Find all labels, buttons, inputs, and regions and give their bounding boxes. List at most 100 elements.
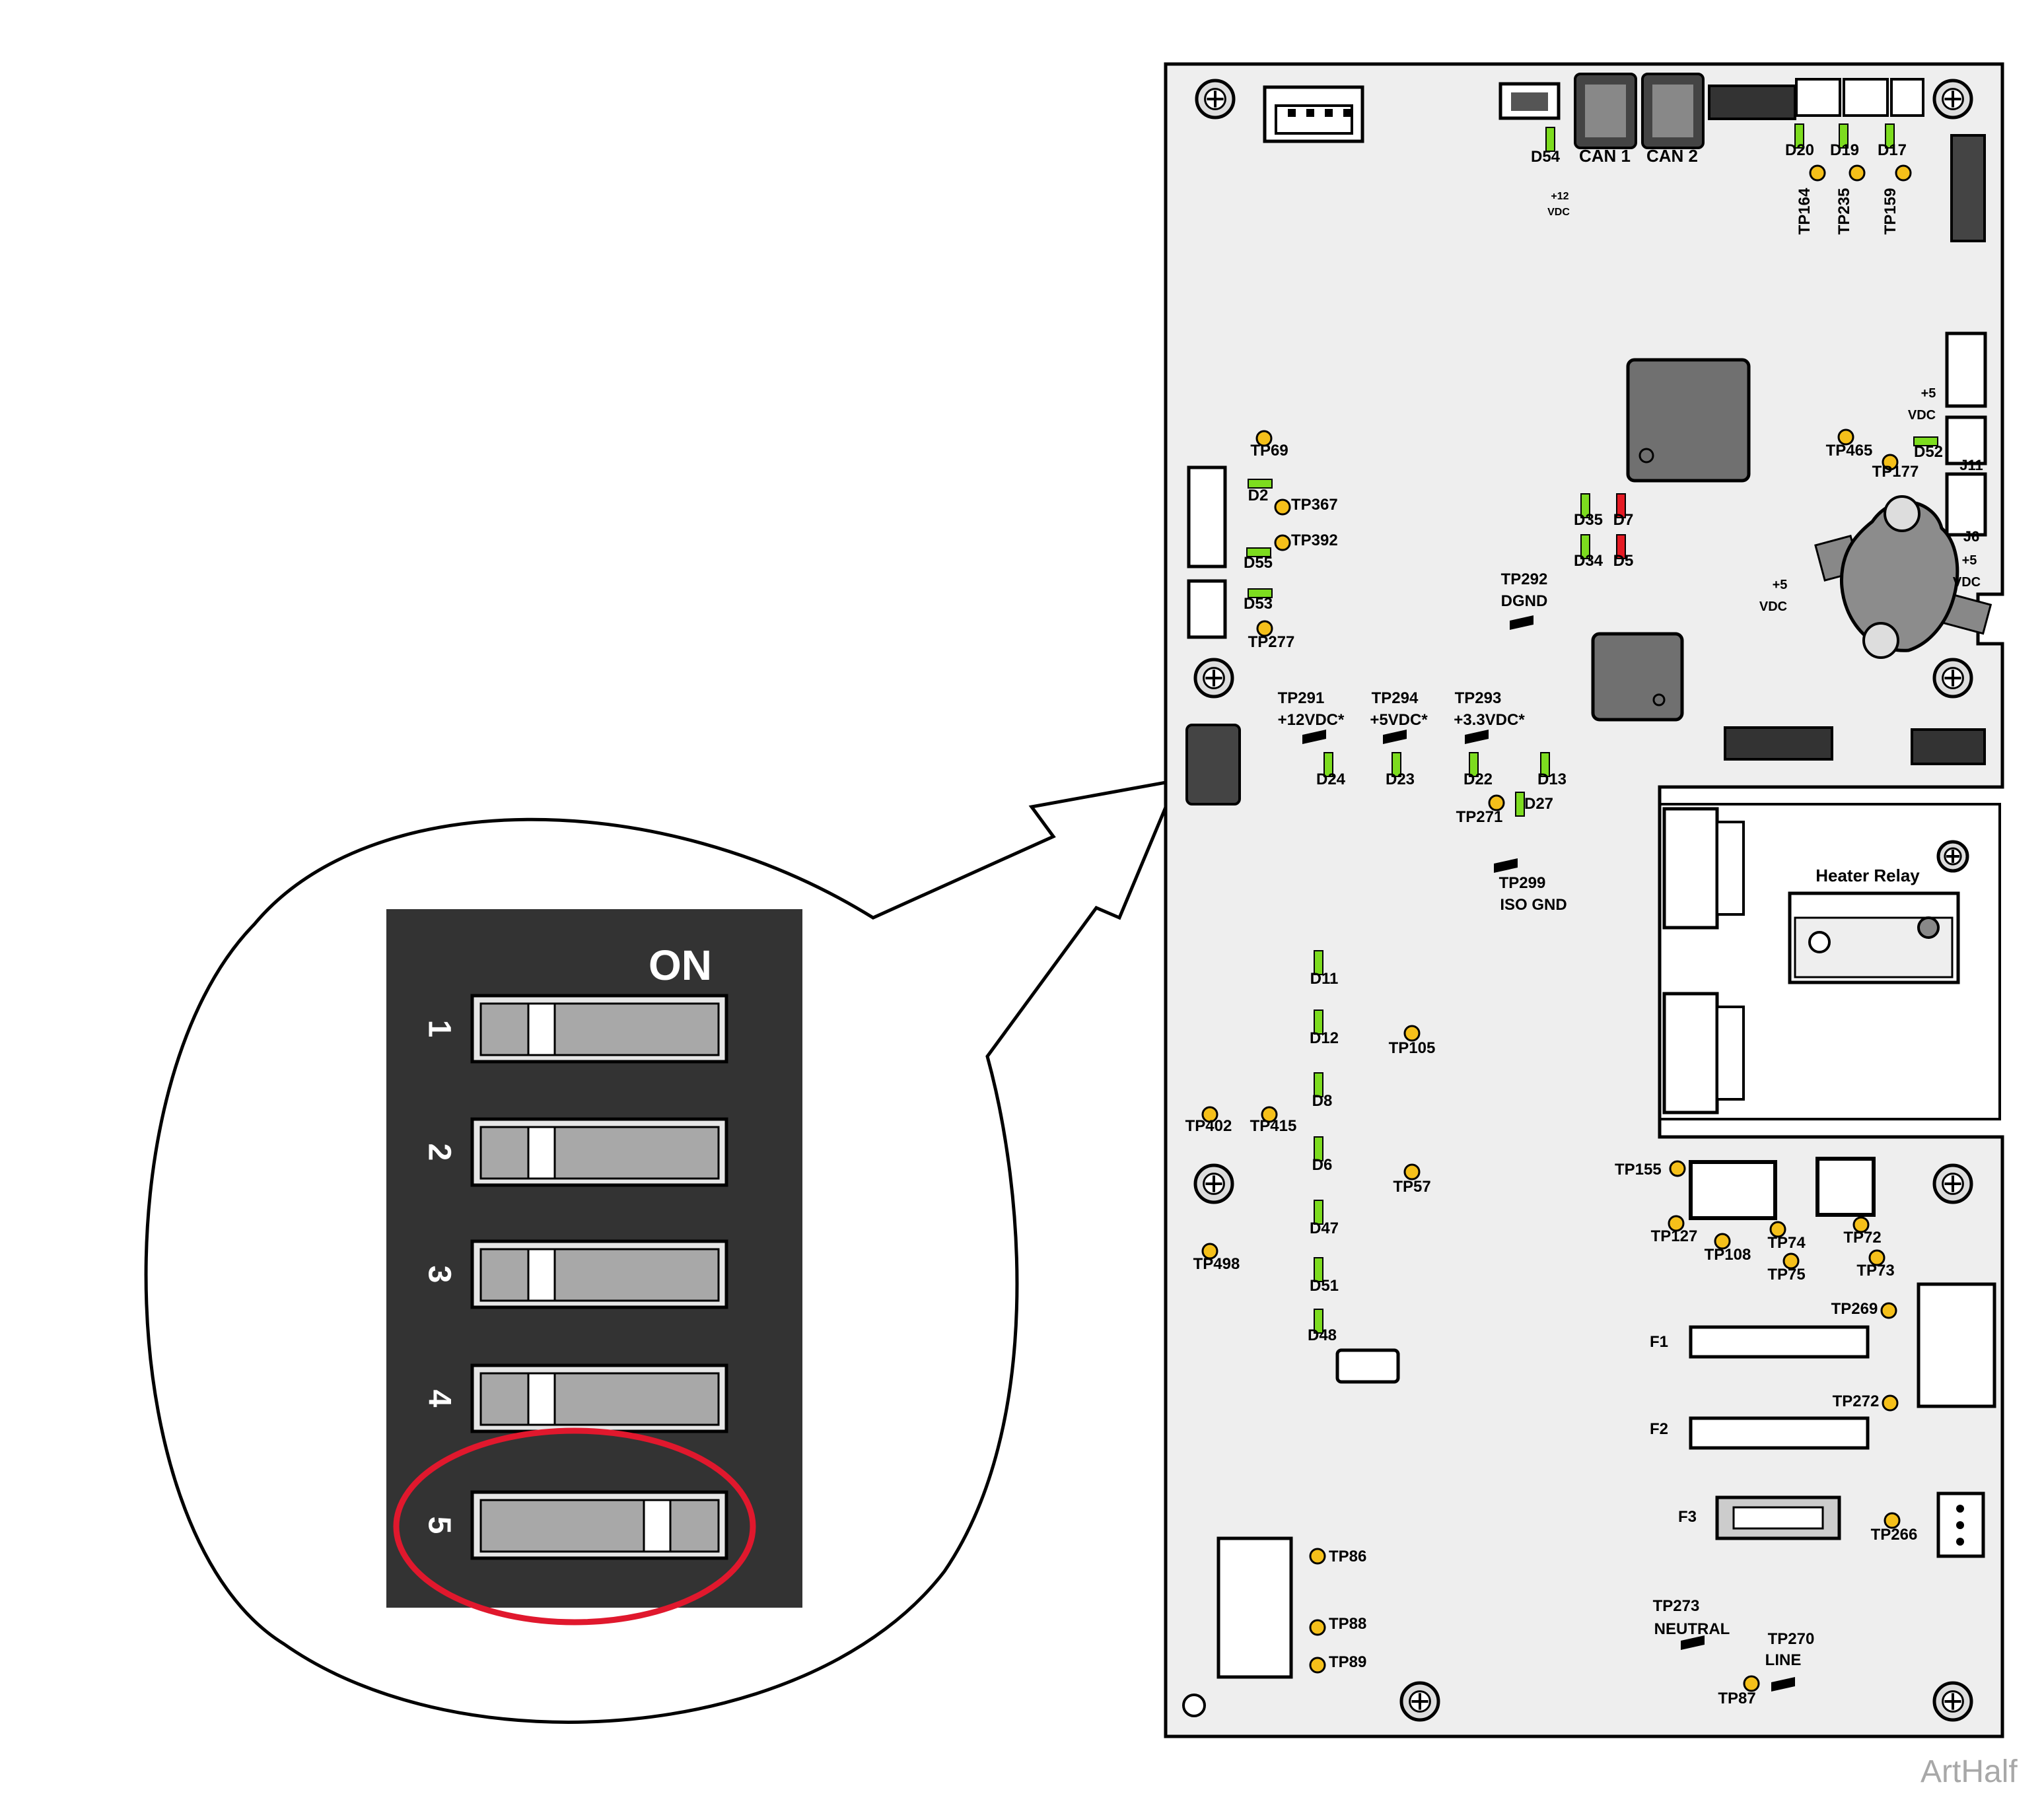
test-point-tp392 xyxy=(1274,534,1291,551)
header-connector-a xyxy=(1795,78,1841,117)
test-point-tp127-label: TP127 xyxy=(1651,1227,1698,1245)
test-point-tp392-label: TP392 xyxy=(1291,531,1338,549)
dip-switch-4[interactable]: 4 xyxy=(421,1363,728,1433)
test-point-tp294-sub-label: +5VDC* xyxy=(1370,711,1428,729)
dip-switch-2-number: 2 xyxy=(421,1144,456,1161)
relay-section-outline xyxy=(1658,803,2001,1120)
dip-switch-5-number: 5 xyxy=(421,1517,456,1534)
test-point-tp72-label: TP72 xyxy=(1843,1229,1881,1247)
led-d27 xyxy=(1515,792,1525,817)
led-d47-label: D47 xyxy=(1310,1219,1339,1237)
test-point-tp159 xyxy=(1895,164,1912,182)
test-pad xyxy=(1465,730,1489,744)
dip-switch-1[interactable]: 1 xyxy=(421,994,728,1064)
j11-label: J11 xyxy=(1959,457,1983,473)
led-d34 xyxy=(1580,534,1590,559)
switch-5-highlight-circle xyxy=(393,1427,756,1626)
test-point-tp177 xyxy=(1882,454,1899,471)
dip-switch-3-knob[interactable] xyxy=(527,1248,556,1302)
test-point-tp277-label: TP277 xyxy=(1248,633,1295,651)
test-point-tp293-sub-label: +3.3VDC* xyxy=(1454,711,1525,729)
dip-switch-1-knob[interactable] xyxy=(527,1002,556,1056)
test-point-tp293-label: TP293 xyxy=(1455,689,1502,707)
can1-label: CAN 1 xyxy=(1579,146,1631,166)
test-point-tp87 xyxy=(1743,1675,1760,1692)
dip-switch-5[interactable]: 5 xyxy=(421,1490,728,1560)
led-d23-label: D23 xyxy=(1386,771,1415,788)
test-point-tp272-label: TP272 xyxy=(1833,1392,1880,1410)
test-point-tp272 xyxy=(1882,1394,1899,1412)
test-point-tp273-sub-label: NEUTRAL xyxy=(1654,1620,1730,1638)
header-connector-b xyxy=(1843,78,1889,117)
test-point-tp69-label: TP69 xyxy=(1250,442,1288,460)
led-d53 xyxy=(1248,588,1273,598)
dip-switch-2-knob[interactable] xyxy=(527,1126,556,1180)
test-point-tp291-label: TP291 xyxy=(1278,689,1325,707)
mounting-screw xyxy=(1399,1681,1440,1722)
test-point-tp88 xyxy=(1309,1619,1326,1636)
voltage-vdc-label: VDC xyxy=(1547,207,1570,218)
led-d54 xyxy=(1545,127,1555,152)
pcb-board xyxy=(1164,62,2004,1738)
can1-connector xyxy=(1574,73,1637,149)
led-d52 xyxy=(1913,436,1938,446)
small-2pin-connector xyxy=(1335,1348,1400,1384)
led-d2 xyxy=(1248,479,1273,489)
test-point-tp299-sub-label: ISO GND xyxy=(1500,896,1567,914)
test-point-tp155-label: TP155 xyxy=(1615,1161,1662,1179)
heater-relay xyxy=(1788,891,1960,984)
test-point-tp86-label: TP86 xyxy=(1329,1548,1366,1565)
j11-connector xyxy=(1945,415,1987,465)
led-d8 xyxy=(1314,1072,1323,1097)
dip-switch-2[interactable]: 2 xyxy=(421,1117,728,1187)
led-d54-label: D54 xyxy=(1531,148,1561,166)
test-point-tp164 xyxy=(1809,164,1826,182)
test-point-tp73-label: TP73 xyxy=(1856,1262,1894,1280)
test-point-tp74-label: TP74 xyxy=(1767,1234,1806,1252)
test-point-tp498 xyxy=(1201,1243,1218,1260)
led-d8-label: D8 xyxy=(1312,1092,1333,1110)
test-point-tp498-label: TP498 xyxy=(1193,1255,1240,1273)
test-point-tp57-label: TP57 xyxy=(1393,1178,1430,1196)
dip-switch-5-knob[interactable] xyxy=(643,1499,672,1553)
led-d20 xyxy=(1794,123,1804,149)
test-point-tp270-label: TP270 xyxy=(1768,1630,1815,1648)
test-point-tp266-label: TP266 xyxy=(1871,1526,1918,1544)
led-d17-label: D17 xyxy=(1878,141,1907,159)
dip-switch-4-knob[interactable] xyxy=(527,1372,556,1426)
led-d23 xyxy=(1392,752,1401,777)
test-point-tp72 xyxy=(1852,1216,1870,1233)
test-point-tp105-label: TP105 xyxy=(1389,1039,1436,1057)
mounting-screw xyxy=(1932,658,1973,699)
led-d34-label: D34 xyxy=(1574,552,1603,570)
can2-connector xyxy=(1641,73,1705,149)
test-point-tp465 xyxy=(1837,428,1854,446)
j6-connector xyxy=(1945,472,1987,537)
test-point-tp271-label: TP271 xyxy=(1456,808,1503,826)
heater-relay-label: Heater Relay xyxy=(1815,866,1920,885)
test-point-tp235-label: TP235 xyxy=(1835,188,1853,235)
test-point-tp415-label: TP415 xyxy=(1250,1117,1297,1135)
dip-switch-3[interactable]: 3 xyxy=(421,1239,728,1309)
led-d7 xyxy=(1616,493,1626,518)
led-d22 xyxy=(1469,752,1479,777)
dip-switch-3-number: 3 xyxy=(421,1266,456,1284)
test-point-tp105 xyxy=(1403,1025,1421,1042)
power-connector-right xyxy=(1917,1282,1996,1408)
relay-connector-lower xyxy=(1662,992,1745,1114)
led-d55-label: D55 xyxy=(1244,554,1273,572)
voltage-5v-label-c: +5 xyxy=(1773,578,1788,592)
microcontroller-chip-small xyxy=(1591,632,1684,722)
led-d5 xyxy=(1616,534,1626,559)
test-pad xyxy=(1383,730,1407,744)
header-connector-c xyxy=(1890,78,1924,117)
test-point-tp177-label: TP177 xyxy=(1872,463,1919,481)
mounting-screw xyxy=(1193,1163,1234,1204)
right-connector-top xyxy=(1945,331,1987,408)
test-point-tp235 xyxy=(1849,164,1866,182)
molex-connector-4pin xyxy=(1815,1157,1876,1217)
dip-switch-1-number: 1 xyxy=(421,1020,456,1038)
test-point-tp75 xyxy=(1782,1252,1800,1270)
test-point-tp69 xyxy=(1255,430,1273,447)
